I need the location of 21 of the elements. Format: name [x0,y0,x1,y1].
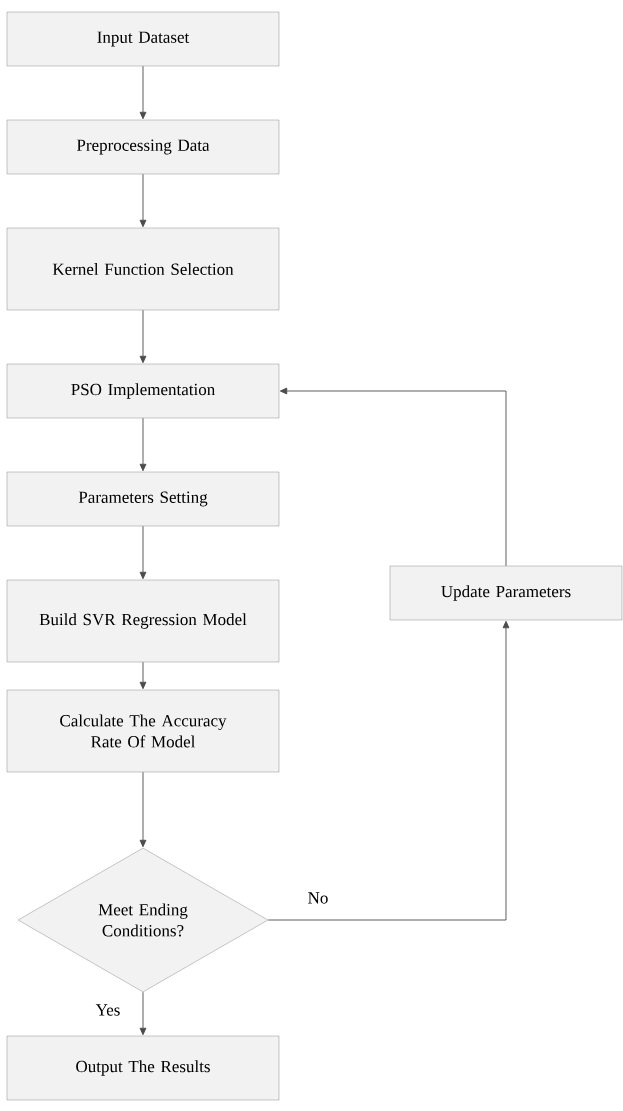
arrow [139,771,147,848]
arrow [139,309,147,364]
process-box: Update Parameters [389,565,623,621]
process-box: Input Dataset [6,11,280,67]
edge-label: No [306,891,330,905]
arrow [267,620,510,921]
process-box: Build SVR Regression Model [6,579,280,663]
arrow [139,173,147,228]
arrow [139,991,147,1036]
arrow [279,387,507,567]
arrow [139,661,147,690]
process-box: PSO Implementation [6,363,280,419]
process-box: Calculate The Accuracy Rate Of Model [6,689,280,773]
process-box: Parameters Setting [6,471,280,527]
edge-label: Yes [94,1003,122,1017]
process-box: Output The Results [6,1035,280,1101]
arrow [139,417,147,472]
process-box: Preprocessing Data [6,119,280,175]
arrow [139,65,147,120]
arrow [139,525,147,580]
process-box: Kernel Function Selection [6,227,280,311]
